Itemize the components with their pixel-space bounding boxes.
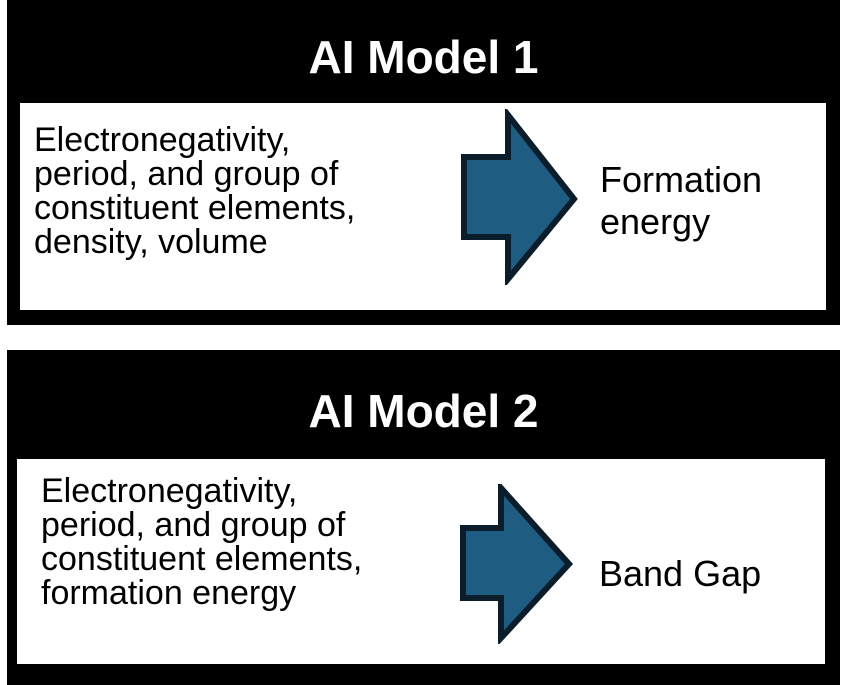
model-1-content-box: Electronegativity, period, and group of … (20, 103, 826, 310)
model-1-output-line: energy (600, 201, 711, 242)
right-arrow-icon (460, 484, 574, 644)
model-1-output-line: Formation (600, 159, 763, 200)
model-1-input-line: Electronegativity, (34, 121, 291, 159)
model-2-title: AI Model 2 (308, 385, 539, 437)
model-2-input-line: formation energy (41, 574, 297, 612)
model-1-input-line: density, volume (34, 223, 268, 261)
model-1-inputs: Electronegativity, period, and group of … (34, 123, 355, 259)
model-1-input-line: constituent elements, (34, 189, 356, 227)
model-2-panel: AI Model 2 Electronegativity, period, an… (7, 350, 840, 685)
model-2-input-line: Electronegativity, (41, 472, 298, 510)
model-1-title: AI Model 1 (308, 31, 539, 83)
model-1-output: Formation energy (600, 159, 762, 243)
model-2-output-line: Band Gap (599, 553, 762, 594)
right-arrow-icon (461, 109, 578, 285)
model-1-panel: AI Model 1 Electronegativity, period, an… (7, 0, 840, 325)
model-2-input-line: period, and group of (41, 506, 346, 544)
model-2-output: Band Gap (599, 553, 761, 595)
model-2-input-line: constituent elements, (41, 540, 363, 578)
model-2-inputs: Electronegativity, period, and group of … (41, 474, 362, 610)
model-2-content-box: Electronegativity, period, and group of … (17, 459, 825, 664)
model-1-input-line: period, and group of (34, 155, 339, 193)
